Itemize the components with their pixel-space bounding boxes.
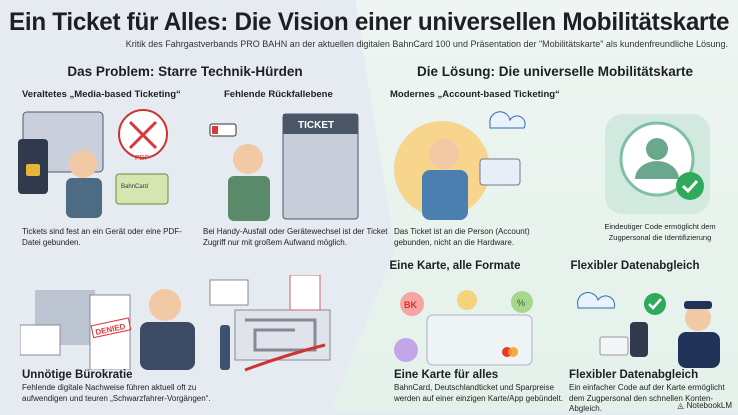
maze-illustration xyxy=(209,275,331,372)
conductor-cap xyxy=(684,301,712,309)
solution-3-heading: Eine Karte, alle Formate xyxy=(389,260,521,272)
cloud-sync-icon xyxy=(489,111,526,129)
bk-label: BK xyxy=(404,300,417,310)
media-based-ticketing-illustration: PDF BahnCard xyxy=(18,109,169,218)
ticket-sign: TICKET xyxy=(298,120,334,131)
page-title: Ein Ticket für Alles: Die Vision einer u… xyxy=(8,8,730,36)
bureaucracy-illustration: DENIED xyxy=(20,289,195,370)
deutschlandticket-bubble xyxy=(457,290,477,310)
solution-4-title: Flexibler Datenabgleich xyxy=(569,369,699,381)
problem-2-title: Fehlende Rückfallebene xyxy=(224,89,333,100)
problem-1-caption: Tickets sind fest an ein Gerät oder eine… xyxy=(22,227,182,247)
solution-4-caption: Ein einfacher Code auf der Karte ermögli… xyxy=(569,383,725,413)
discount-bubble xyxy=(511,291,533,313)
page-subtitle: Kritik des Fahrgastverbands PRO BAHN an … xyxy=(125,39,728,49)
cart-bubble xyxy=(394,338,418,362)
card-icon xyxy=(599,336,629,356)
page-title-box: Ein Ticket für Alles: Die Vision einer u… xyxy=(8,8,730,37)
problem-heading: Das Problem: Starre Technik-Hürden xyxy=(67,64,303,79)
identification-illustration xyxy=(605,114,710,214)
problem-3-title: Unnötige Bürokratie xyxy=(22,369,133,381)
solution-1-title: Modernes „Account-based Ticketing“ xyxy=(390,89,560,100)
check-icon xyxy=(676,172,704,200)
problem-heading-box: Das Problem: Starre Technik-Hürden xyxy=(20,64,350,80)
solution-3-caption: BahnCard, Deutschlandticket und Sparprei… xyxy=(394,383,564,403)
cross-icon xyxy=(128,120,158,150)
solution-1-caption: Das Ticket ist an die Person (Account) g… xyxy=(394,227,530,247)
solution-heading-box: Die Lösung: Die universelle Mobilitätska… xyxy=(390,64,720,80)
brand-label: NotebookLM xyxy=(686,401,732,410)
pdf-label: PDF xyxy=(135,155,149,162)
problem-3-caption: Fehlende digitale Nachweise führen aktue… xyxy=(22,383,211,403)
data-sync-illustration xyxy=(577,292,720,368)
problem-2-caption: Bei Handy-Ausfall oder Gerätewechsel ist… xyxy=(203,227,388,247)
lock-icon xyxy=(26,164,40,176)
paper-stack-icon xyxy=(20,324,61,356)
card-icon xyxy=(426,314,533,366)
percent-label: % xyxy=(517,298,525,308)
cloud-icon xyxy=(577,292,616,309)
one-card-illustration: BK % xyxy=(394,290,533,366)
notebooklm-logo-icon: ◬ xyxy=(677,401,684,410)
no-fallback-illustration: TICKET xyxy=(209,113,359,221)
bahncard-icon xyxy=(115,173,169,205)
scanner-icon xyxy=(630,322,648,357)
solution-heading: Die Lösung: Die universelle Mobilitätska… xyxy=(416,64,694,79)
page-subtitle-box: Kritik des Fahrgastverbands PRO BAHN an … xyxy=(10,39,728,50)
problem-1-title: Veraltetes „Media-based Ticketing“ xyxy=(22,89,181,100)
solution-3-title: Eine Karte für alles xyxy=(394,369,499,381)
solution-4-heading: Flexibler Datenabgleich xyxy=(570,260,700,272)
account-based-illustration xyxy=(394,111,526,220)
conductor-figure xyxy=(140,322,195,370)
notebooklm-badge: ◬ NotebookLM xyxy=(677,401,732,410)
bahncard-bubble xyxy=(400,292,424,316)
card-icon xyxy=(479,158,521,186)
document-icon xyxy=(89,294,131,370)
solution-2-caption: Eindeutiger Code ermöglicht dem Zugperso… xyxy=(604,222,716,242)
bahncard-label: BahnCard xyxy=(121,184,148,190)
